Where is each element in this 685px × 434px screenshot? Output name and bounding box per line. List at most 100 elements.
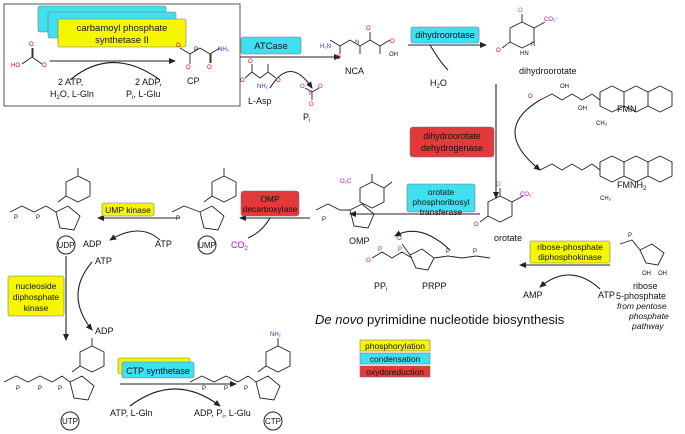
- svg-text:HN: HN: [520, 51, 529, 57]
- ump-kinase-box: [101, 202, 155, 217]
- fmn-label: FMN: [617, 104, 637, 114]
- svg-text:O: O: [186, 65, 191, 71]
- nca-structure: H₂N O N O O OH: [320, 26, 398, 61]
- cps2-label-1: carbamoyl phosphate: [77, 23, 168, 34]
- svg-text:OH: OH: [658, 271, 667, 277]
- cps-in-2: H2O, L-Gln: [50, 89, 94, 101]
- svg-text:P: P: [38, 386, 42, 392]
- ump-atp: ATP: [155, 239, 172, 249]
- omp-structure: O₂C P: [315, 174, 393, 229]
- ndk-curve: [77, 261, 93, 331]
- svg-text:P: P: [628, 233, 632, 239]
- legend: phosphorylation condensation oxydoreduct…: [359, 339, 431, 378]
- water-label: H2O: [430, 78, 447, 90]
- svg-text:O: O: [336, 55, 341, 61]
- atcase-box: [240, 36, 302, 55]
- ribose5p-note-1: from pentose: [617, 301, 667, 311]
- dhodh-label-1: dihydroorotate: [423, 131, 481, 141]
- utp-label: UTP: [62, 417, 78, 426]
- dhoase-box: [410, 26, 480, 44]
- svg-text:P: P: [202, 386, 206, 392]
- atcase-curve: [269, 71, 313, 89]
- ctp-structure: NH₂ P P P: [189, 332, 291, 401]
- pi-structure: O P O O: [300, 84, 323, 108]
- legend-swatch-phosphorylation: [359, 339, 431, 352]
- ctps-in: ATP, L-Gln: [110, 408, 153, 418]
- prps-label-1: ribose-phosphate: [537, 242, 603, 252]
- svg-text:P: P: [224, 386, 228, 392]
- svg-text:CH₃: CH₃: [600, 196, 612, 202]
- svg-text:H₂N: H₂N: [320, 44, 331, 50]
- atcase-label: ATCase: [254, 41, 288, 52]
- svg-text:O: O: [318, 84, 323, 90]
- ndk-label-3: kinase: [24, 303, 49, 313]
- svg-text:OH: OH: [389, 52, 398, 58]
- svg-text:O: O: [474, 222, 479, 228]
- fmnh2-structure: CH₃: [539, 155, 673, 202]
- oprt-label-1: orotate: [428, 187, 455, 197]
- orotate-label: orotate: [494, 233, 522, 243]
- ribose5p-note-3: pathway: [631, 321, 664, 331]
- ppi-label: PPi: [374, 281, 387, 293]
- cp-structure: O O P O NH₂: [176, 43, 230, 71]
- laspartate-structure: O O NH₂ O: [240, 59, 281, 90]
- ompdc-label-1: OMP: [260, 194, 280, 204]
- ump-label: UMP: [198, 241, 216, 250]
- svg-text:OH: OH: [642, 271, 651, 277]
- ribose5p-note-2: phosphate: [628, 311, 669, 321]
- ndk-box: [7, 275, 65, 317]
- svg-text:O₂C: O₂C: [340, 179, 352, 185]
- svg-text:OH: OH: [560, 84, 569, 90]
- svg-text:P: P: [398, 247, 402, 253]
- dhoase-curve: [429, 44, 449, 71]
- svg-text:HO: HO: [11, 63, 20, 69]
- svg-text:O: O: [176, 43, 181, 49]
- svg-text:O: O: [248, 59, 253, 65]
- cp-label: CP: [187, 76, 200, 86]
- ump-circle: [197, 235, 217, 255]
- pi-label: Pi: [303, 112, 310, 124]
- svg-text:P: P: [309, 91, 313, 97]
- svg-text:P: P: [378, 247, 382, 253]
- fmnh2-label: FMNH2: [617, 180, 647, 192]
- prps-amp: AMP: [523, 290, 543, 300]
- ump-kinase-label: UMP kinase: [105, 205, 151, 215]
- omp-label: OMP: [349, 236, 370, 246]
- orotate-structure: O O CO₂⁻: [474, 182, 535, 228]
- svg-text:P: P: [322, 217, 326, 223]
- svg-text:P: P: [16, 386, 20, 392]
- svg-text:O: O: [528, 94, 533, 100]
- udp-structure: P P: [9, 168, 91, 231]
- svg-text:P: P: [446, 249, 450, 255]
- oprt-curve: [394, 230, 451, 251]
- svg-text:O: O: [207, 65, 212, 71]
- ompdc-label-2: decarboxylase: [243, 204, 298, 214]
- prps-box: [529, 240, 611, 264]
- pathway-title: De novo pyrimidine nucleotide biosynthes…: [315, 312, 565, 327]
- svg-text:O: O: [496, 182, 501, 188]
- ompdc-curve: [247, 217, 271, 239]
- fmn-curve: [514, 99, 541, 171]
- svg-text:O: O: [309, 102, 314, 108]
- dhoase-label: dihydroorotase: [415, 30, 475, 40]
- utp-circle: [60, 411, 80, 431]
- dihydroorotate-label: dihydroorotate: [519, 66, 577, 76]
- svg-text:O: O: [276, 78, 281, 84]
- ribose5p-label: ribose: [633, 281, 658, 291]
- svg-text:O: O: [518, 8, 523, 14]
- udp-circle: [56, 235, 76, 255]
- ctp-label: CTP: [265, 417, 281, 426]
- svg-text:N: N: [355, 40, 359, 46]
- prps-curve: [539, 274, 601, 290]
- cps-curve: [69, 62, 161, 81]
- prps-label-2: diphosphokinase: [538, 252, 602, 262]
- svg-text:OH: OH: [578, 106, 587, 112]
- ompdc-box: [240, 190, 300, 217]
- legend-condensation: condensation: [370, 354, 421, 364]
- svg-text:O: O: [300, 84, 305, 90]
- ribose5p-label-2: 5-phosphate: [616, 291, 666, 301]
- legend-phosphorylation: phosphorylation: [365, 341, 425, 351]
- svg-text:CO₂⁻: CO₂⁻: [544, 17, 559, 23]
- cps-out-2: Pi, L-Glu: [126, 89, 160, 101]
